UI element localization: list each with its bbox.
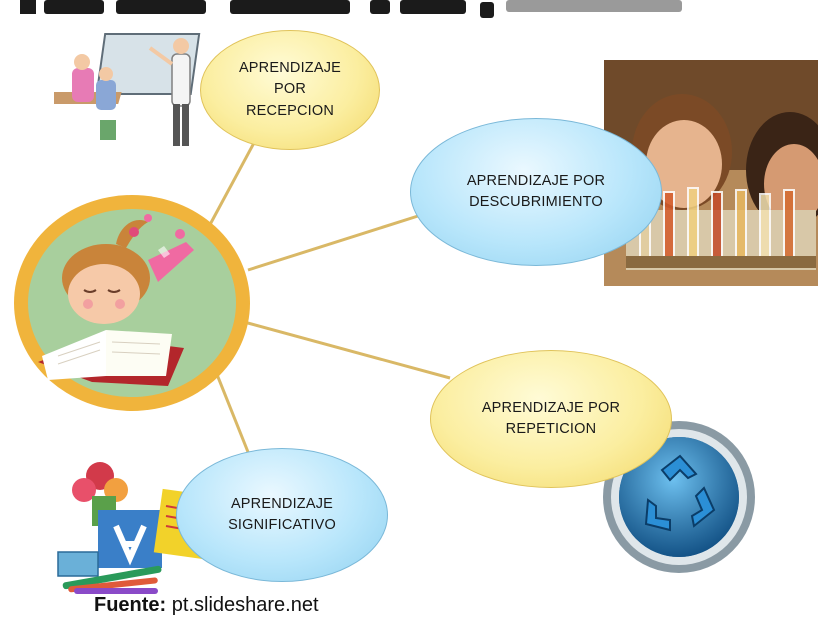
cut-off-title — [20, 0, 682, 18]
bubble-aprendizaje-por-recepcion: APRENDIZAJE POR RECEPCION — [200, 30, 380, 150]
classroom-illustration — [54, 33, 201, 146]
bubble-label-descubrimiento: APRENDIZAJE POR DESCUBRIMIENTO — [466, 172, 606, 210]
bubble-aprendizaje-significativo: APRENDIZAJE SIGNIFICATIVO — [176, 448, 388, 582]
bubble-aprendizaje-por-descubrimiento: APRENDIZAJE POR DESCUBRIMIENTO — [410, 118, 662, 266]
connector-significativo — [214, 371, 254, 463]
source-caption: Fuente: pt.slideshare.net — [94, 594, 319, 617]
connector-repeticion — [243, 320, 451, 380]
source-label: Fuente: — [94, 594, 167, 616]
recycle-icon — [603, 421, 755, 573]
bubble-label-recepcion: APRENDIZAJE POR RECEPCION — [238, 60, 342, 119]
connector-descubrimiento — [247, 214, 419, 272]
source-url: pt.slideshare.net — [171, 594, 319, 616]
connector-recepcion — [204, 127, 264, 233]
bubble-label-repeticion: APRENDIZAJE POR REPETICION — [481, 399, 621, 437]
bubble-label-significativo: APRENDIZAJE SIGNIFICATIVO — [228, 495, 336, 533]
bubble-aprendizaje-por-repeticion: APRENDIZAJE POR REPETICION — [430, 350, 672, 488]
girl-reading-illustration — [14, 195, 250, 411]
